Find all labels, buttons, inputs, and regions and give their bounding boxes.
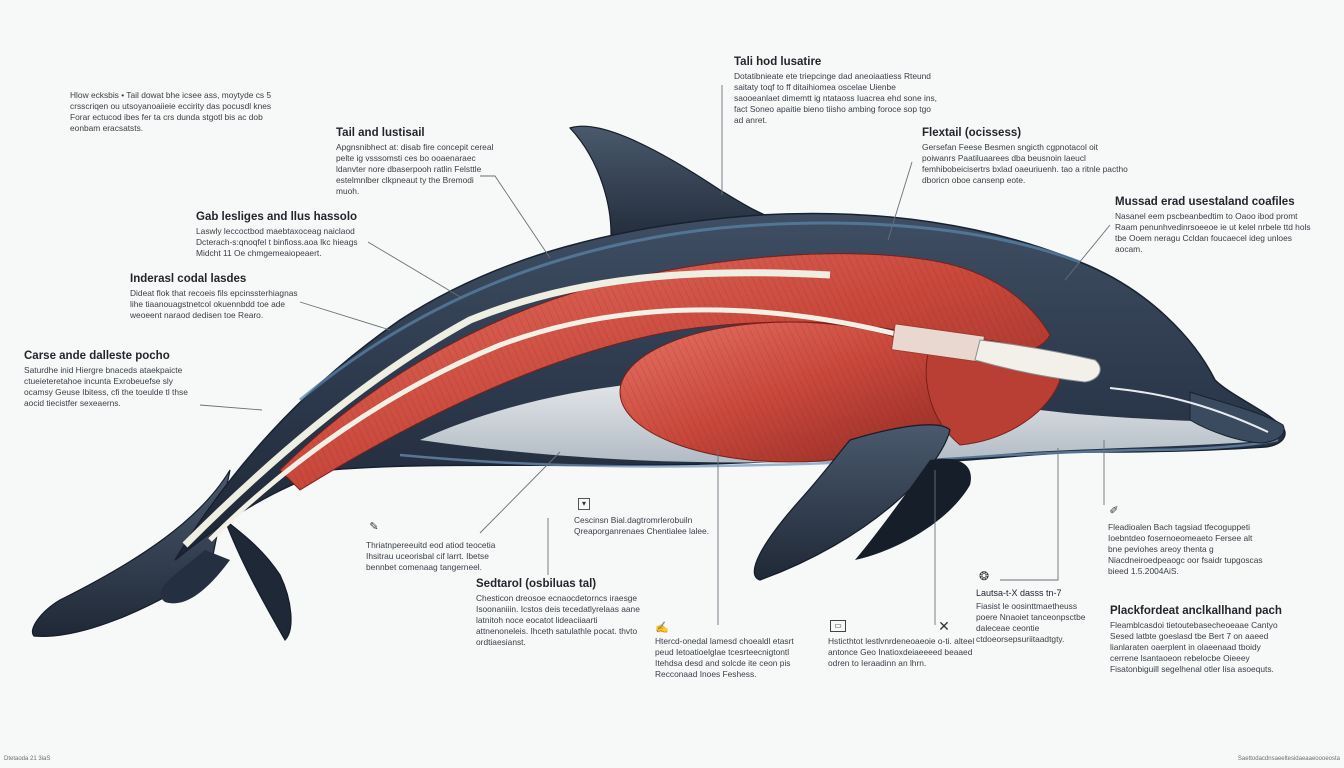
label-bottom-mid: Htercd-onedal lamesd choealdl etasrt peu… <box>655 636 805 680</box>
label-carse-title: Carse ande dalleste pocho <box>24 350 170 362</box>
label-gab-title: Gab lesliges and llus hassolo <box>196 211 358 223</box>
tail-fluke-left <box>160 550 230 604</box>
leader-gab <box>367 241 463 299</box>
label-sectoral-title: Sedtarol (osbiluas tal) <box>476 578 597 590</box>
label-right-lower: Fleadioalen Bach tagsiad tfecoguppeti Io… <box>1108 522 1263 577</box>
label-bottom-mid-text: Htercd-onedal lamesd choealdl etasrt peu… <box>655 636 794 679</box>
label-plackforbeat-text: Fleamblcasdoi tietoutebasecheoeaae Canty… <box>1110 620 1278 674</box>
label-bottom-right-mid: Lautsa-t-X dasss tn-7 Fiasist le oosintt… <box>976 588 1096 645</box>
leader-mussed <box>1064 224 1111 281</box>
label-top-center-small-text: Cescinsn Bial.dagtromrlerobuiln Qreaporg… <box>574 515 710 536</box>
label-bottom-mid2: Hsticthtot lestlvnrdeneoaeoie o-ti. alte… <box>828 636 978 669</box>
pectoral-fin <box>753 424 951 581</box>
label-indecral: Inderasl codal lasdes Dideat flok that r… <box>130 273 308 321</box>
label-center-left: Thriatnpereeuitd eod atiod teocetia Ihsi… <box>366 540 516 573</box>
label-bottom-mid2-text: Hsticthtot lestlvnrdeneoaeoie o-ti. alte… <box>828 636 975 668</box>
box-icon: ▭ <box>830 620 846 632</box>
leader-tail-top <box>480 175 551 259</box>
label-gab: Gab lesliges and llus hassolo Laswly lec… <box>196 211 371 259</box>
tendon-band <box>182 269 831 548</box>
footer-left: Dtetaoda 21 3iaS <box>4 756 51 762</box>
pen-icon: ✍ <box>655 622 669 634</box>
label-top-center-small: Cescinsn Bial.dagtromrlerobuiln Qreaporg… <box>574 515 724 537</box>
muscle-fibers-top <box>280 253 1050 490</box>
label-mussed-title: Mussad erad usestaland coafiles <box>1115 196 1295 208</box>
pencil-icon: ✐ <box>1109 505 1119 517</box>
tag-icon: ▾ <box>578 498 590 510</box>
pectoral-fin-far <box>855 458 971 560</box>
label-tail-top: Tail and lustisail Apgnsnibhect at: disa… <box>336 127 498 197</box>
label-right-lower-text: Fleadioalen Bach tagsiad tfecoguppeti Io… <box>1108 522 1263 576</box>
label-gab-text: Laswly leccoctbod maebtaxoceag naiclaod … <box>196 226 358 258</box>
close-icon: ✕ <box>938 618 950 634</box>
label-mussed-text: Nasanel eem pscbeanbedtim to Oaoo ibod p… <box>1115 211 1311 254</box>
tail-fluke-lower <box>223 518 292 641</box>
label-notes-text: Hlow ecksbis • Tail dowat bhe icsee ass,… <box>70 90 272 133</box>
leader-bottom-right-mid <box>1000 448 1059 581</box>
label-flextail-title: Flextail (ocissess) <box>922 127 1022 139</box>
label-tail-top-title: Tail and lustisail <box>336 127 425 139</box>
label-tail-head-top-text: Dotatibnieate ete triepcinge dad aneoiaa… <box>734 71 937 125</box>
label-plackforbeat: Plackfordeat anclkallhand pach Fleamblca… <box>1110 605 1288 675</box>
label-bottom-right-mid-title: Lautsa-t-X dasss tn-7 <box>976 588 1062 598</box>
leader-center-left <box>479 451 561 534</box>
muscle-fibers-belly <box>620 322 960 462</box>
label-plackforbeat-title: Plackfordeat anclkallhand pach <box>1110 605 1282 617</box>
footer-right: Saettodacdnsaeeltesidaeaaeoooeosta <box>1237 756 1340 762</box>
label-tail-head-top-title: Tali hod lusatire <box>734 56 822 68</box>
label-indecral-title: Inderasl codal lasdes <box>130 273 247 285</box>
label-bottom-right-mid-text: Fiasist le oosinttmaetheuss poere Nnaoie… <box>976 601 1086 644</box>
mouth-line <box>1109 387 1269 433</box>
leader-flextail <box>887 161 913 241</box>
label-notes: Hlow ecksbis • Tail dowat bhe icsee ass,… <box>70 90 275 134</box>
label-indecral-text: Dideat flok that recoeis fils epcinsster… <box>130 288 298 320</box>
leader-carse <box>199 404 263 411</box>
label-carse-text: Saturdhe inid Hiergre bnaceds ataekpaict… <box>24 365 188 408</box>
leader-indecral <box>299 301 391 331</box>
label-flextail-text: Gersefan Feese Besmen sngicth cgpnotacol… <box>922 142 1128 185</box>
label-center-left-text: Thriatnpereeuitd eod atiod teocetia Ihsi… <box>366 540 496 572</box>
label-mussed: Mussad erad usestaland coafiles Nasanel … <box>1115 196 1315 255</box>
label-sectoral: Sedtarol (osbiluas tal) Chesticon dreoso… <box>476 578 651 648</box>
seal-icon: ❂ <box>978 569 990 583</box>
body-rim <box>299 221 1081 402</box>
label-carse: Carse ande dalleste pocho Saturdhe inid … <box>24 350 199 409</box>
tail-fluke-upper <box>31 469 231 637</box>
label-sectoral-text: Chesticon dreosoe ecnaocdetorncs iraesge… <box>476 593 640 647</box>
feather-icon: ✎ <box>369 521 379 533</box>
label-flextail: Flextail (ocissess) Gersefan Feese Besme… <box>922 127 1130 186</box>
label-tail-top-text: Apgnsnibhect at: disab fire concepit cer… <box>336 142 494 196</box>
label-tail-head-top: Tali hod lusatire Dotatibnieate ete trie… <box>734 56 939 126</box>
skull-bone <box>974 339 1101 383</box>
